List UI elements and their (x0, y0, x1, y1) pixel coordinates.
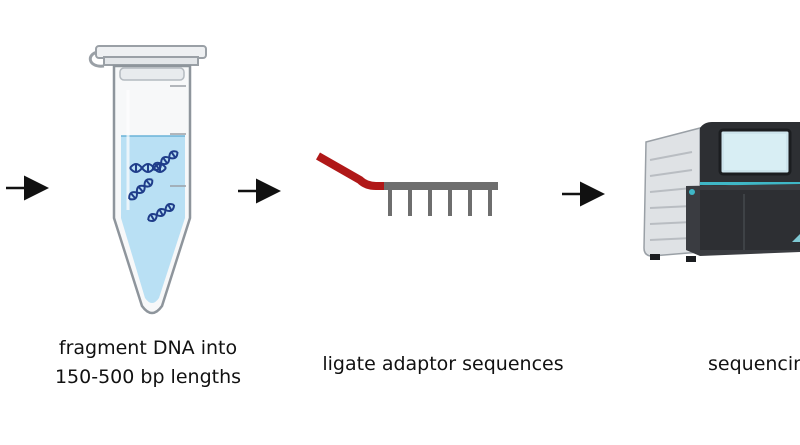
step-label-sequencing: sequencing (708, 350, 800, 379)
dna-fragment-icon (128, 178, 154, 201)
step-label-line: fragment DNA into (58, 337, 238, 359)
dna-fragment-icon (151, 150, 179, 171)
step-label-line: 150-500 bp lengths (54, 366, 242, 388)
step-label-fragment: fragment DNA into 150-500 bp lengths (30, 334, 266, 392)
microcentrifuge-tube-with-dna-icon (88, 45, 207, 315)
step-label-line: ligate adaptor sequences (322, 353, 564, 375)
adaptor-ligation-icon (316, 152, 498, 216)
step-label-ligate: ligate adaptor sequences (300, 350, 586, 379)
step-label-line: sequencing (708, 353, 800, 375)
dna-fragment-icon (147, 202, 176, 223)
sequencer-machine-icon (643, 122, 800, 262)
